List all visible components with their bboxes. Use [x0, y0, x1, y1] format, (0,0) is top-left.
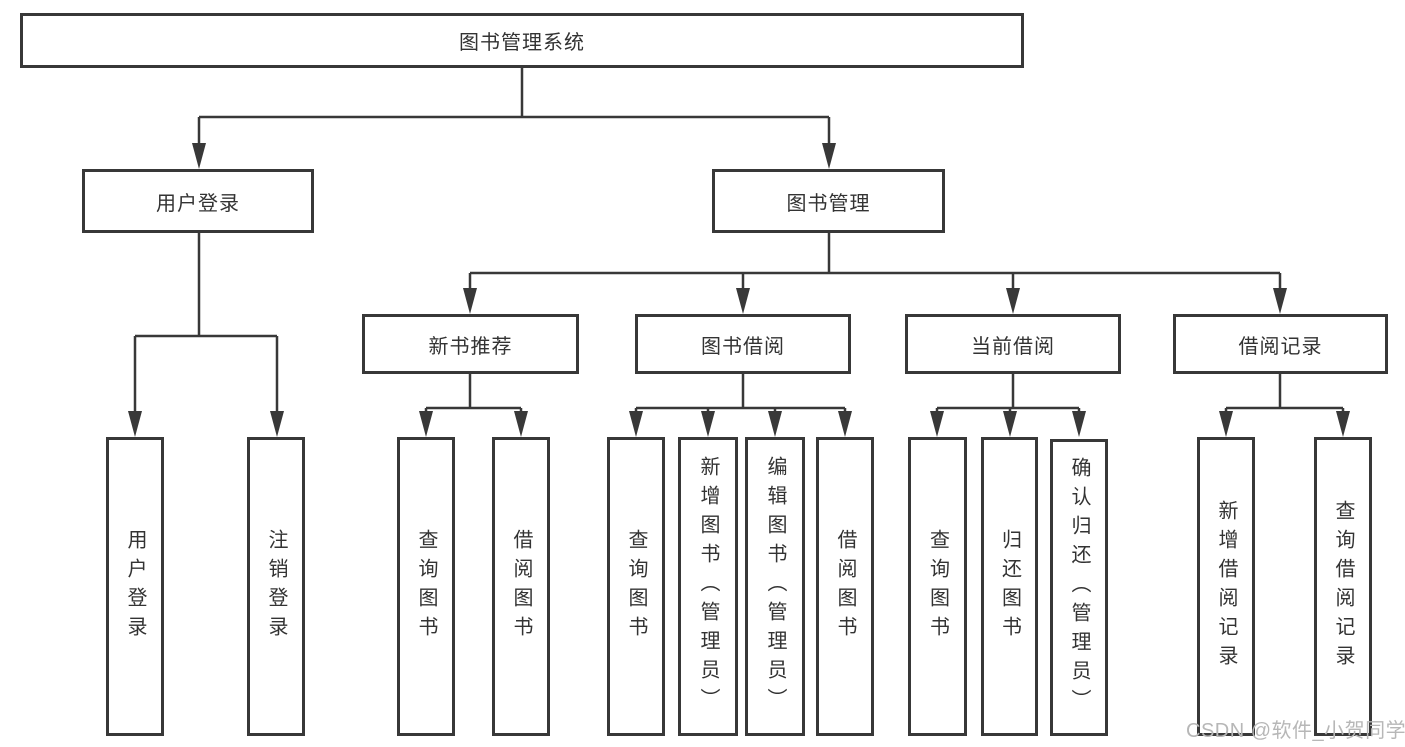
leaf-user-login: 用户登录 — [106, 437, 164, 736]
leaf-borrow-book-bb: 借阅图书 — [816, 437, 874, 736]
leaf-add-borrow-record: 新增借阅记录 — [1197, 437, 1255, 736]
leaf-return-book: 归还图书 — [981, 437, 1038, 736]
leaf-confirm-return-admin: 确认归还（管理员） — [1050, 439, 1108, 736]
leaf-edit-book-admin: 编辑图书（管理员） — [745, 437, 805, 736]
leaf-query-book-rec: 查询图书 — [397, 437, 455, 736]
leaf-query-borrow-record: 查询借阅记录 — [1314, 437, 1372, 736]
node-user-login: 用户登录 — [82, 169, 314, 233]
leaf-logout: 注销登录 — [247, 437, 305, 736]
node-new-book-recommend: 新书推荐 — [362, 314, 579, 374]
leaf-borrow-book-rec: 借阅图书 — [492, 437, 550, 736]
watermark: CSDN @软件_小贺同学 — [1186, 720, 1405, 742]
node-book-borrow: 图书借阅 — [635, 314, 851, 374]
node-book-management: 图书管理 — [712, 169, 945, 233]
leaf-query-book-cb: 查询图书 — [908, 437, 967, 736]
node-current-borrow: 当前借阅 — [905, 314, 1121, 374]
node-root-library-system: 图书管理系统 — [20, 13, 1024, 68]
node-borrow-records: 借阅记录 — [1173, 314, 1388, 374]
arrowheads — [128, 143, 1350, 437]
leaf-add-book-admin: 新增图书（管理员） — [678, 437, 738, 736]
leaf-query-book-bb: 查询图书 — [607, 437, 665, 736]
